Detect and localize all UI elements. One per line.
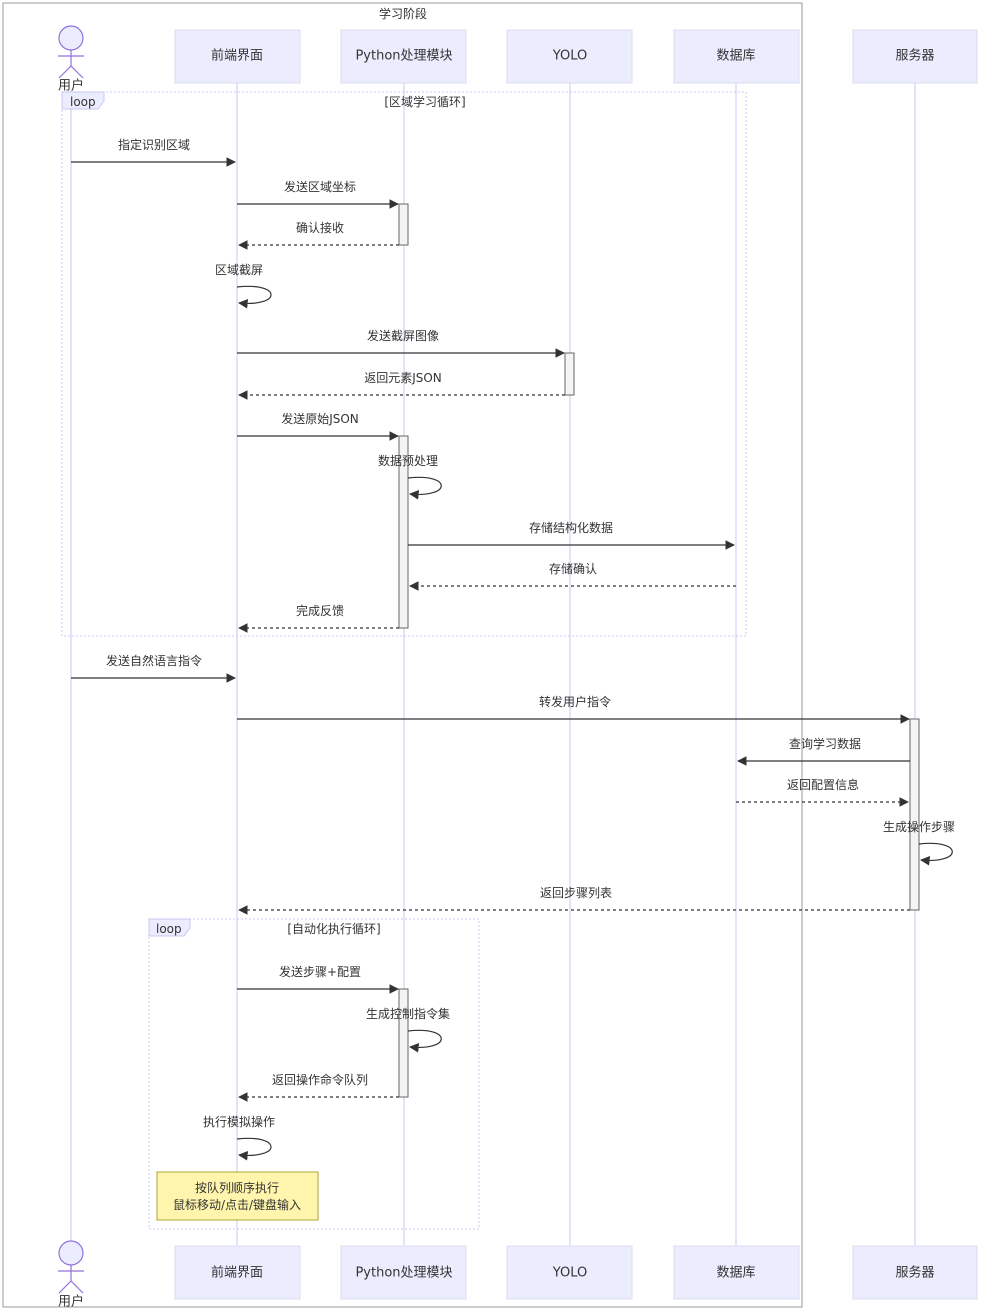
message-label: 返回步骤列表	[540, 886, 612, 900]
actor-user-bottom: 用户	[58, 1240, 84, 1310]
message-label: 发送步骤+配置	[279, 964, 361, 979]
loop-tag: loop	[156, 922, 182, 936]
messages: 指定识别区域 发送区域坐标 确认接收 区域截屏 发送截屏图像 返回元素JSON …	[71, 137, 955, 1161]
self-message-arrow	[236, 1137, 272, 1161]
actor-label: 用户	[58, 1294, 84, 1310]
message-label: 确认接收	[296, 220, 344, 235]
message-label: 转发用户指令	[539, 694, 611, 709]
lifelines	[70, 83, 916, 1245]
participant-label: YOLO	[552, 1266, 587, 1281]
participants-top: 用户 前端界面 Python处理模块 YOLO 数据库 服务器	[58, 25, 978, 94]
actor-user-top: 用户	[58, 25, 84, 94]
actor-head	[58, 1240, 84, 1266]
self-message-arrow	[918, 842, 953, 866]
message-label: 返回操作命令队列	[272, 1072, 368, 1087]
self-message-arrow	[407, 1029, 442, 1053]
loop-region-learning: loop [区域学习循环]	[61, 91, 747, 637]
message-label: 查询学习数据	[789, 736, 861, 751]
activation-yolo	[564, 352, 575, 396]
participant-label: 数据库	[716, 1265, 755, 1281]
activation-python-2	[398, 435, 409, 629]
message-label: 返回元素JSON	[364, 371, 442, 385]
message-label: 发送自然语言指令	[106, 653, 202, 668]
actor-head	[58, 25, 84, 51]
message-label: 存储确认	[549, 561, 597, 576]
loop-tag: loop	[70, 95, 96, 109]
message-label: 发送原始JSON	[281, 411, 359, 426]
message-label: 数据预处理	[378, 453, 438, 468]
self-message-arrow	[236, 285, 272, 309]
participant-frontend-bottom: 前端界面	[174, 1245, 301, 1300]
activation-python-1	[398, 203, 409, 246]
participant-database-top: 数据库	[673, 29, 800, 84]
participant-yolo-bottom: YOLO	[506, 1245, 633, 1300]
note-line-2: 鼠标移动/点击/键盘输入	[173, 1197, 301, 1212]
participant-label: 前端界面	[211, 1265, 263, 1281]
participant-python-bottom: Python处理模块	[340, 1245, 467, 1300]
message-label: 生成控制指令集	[366, 1006, 450, 1021]
participant-label: 服务器	[895, 1265, 934, 1281]
participant-label: Python处理模块	[355, 49, 452, 64]
message-label: 生成操作步骤	[883, 819, 955, 834]
message-label: 区域截屏	[215, 263, 263, 277]
activation-python-3	[398, 988, 409, 1098]
loop-title: [自动化执行循环]	[287, 922, 380, 936]
participant-server-top: 服务器	[852, 29, 978, 84]
learning-phase-group: 学习阶段	[2, 2, 803, 1308]
participant-label: YOLO	[552, 49, 587, 64]
participant-label: Python处理模块	[355, 1266, 452, 1281]
note: 按队列顺序执行 鼠标移动/点击/键盘输入	[156, 1171, 319, 1221]
loop-title: [区域学习循环]	[384, 94, 465, 109]
participant-label: 前端界面	[211, 48, 263, 64]
participants-bottom: 用户 前端界面 Python处理模块 YOLO 数据库 服务器	[58, 1240, 978, 1310]
self-message-arrow	[407, 476, 442, 500]
message-label: 返回配置信息	[787, 777, 859, 792]
loop-auto-exec: loop [自动化执行循环]	[148, 918, 480, 1230]
participant-server-bottom: 服务器	[852, 1245, 978, 1300]
message-label: 存储结构化数据	[529, 520, 613, 535]
note-line-1: 按队列顺序执行	[195, 1180, 279, 1195]
learning-phase-title: 学习阶段	[379, 6, 427, 21]
participant-database-bottom: 数据库	[673, 1245, 800, 1300]
participant-label: 数据库	[716, 48, 755, 64]
message-label: 完成反馈	[296, 603, 344, 618]
message-label: 指定识别区域	[118, 137, 190, 152]
participant-python-top: Python处理模块	[340, 29, 467, 84]
participant-yolo-top: YOLO	[506, 29, 633, 84]
message-label: 发送截屏图像	[367, 328, 439, 343]
participant-frontend-top: 前端界面	[174, 29, 301, 84]
activation-server	[909, 718, 920, 911]
participant-label: 服务器	[895, 48, 934, 64]
activations	[398, 203, 920, 1098]
message-label: 执行模拟操作	[203, 1114, 275, 1129]
message-label: 发送区域坐标	[284, 179, 356, 194]
actor-label: 用户	[58, 78, 84, 94]
